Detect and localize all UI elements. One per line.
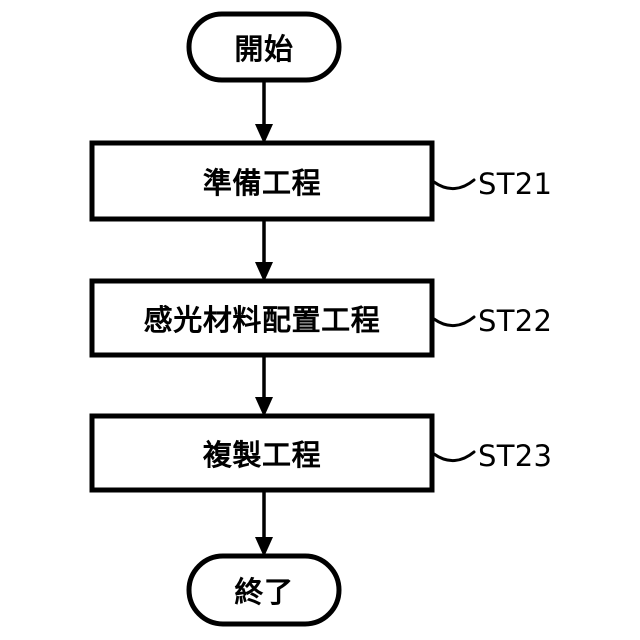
connector-step1-to-step2-arrowhead [255,262,273,282]
process-box-step3-label: 複製工程 [202,438,322,472]
leader-line-st23 [432,450,476,462]
leader-line-st21 [432,178,476,190]
connector-step3-to-end-arrowhead [255,537,273,557]
process-box-step3-shape [89,413,435,493]
process-box-step1-shape [89,140,435,222]
process-box-step2-label: 感光材料配置工程 [143,303,381,337]
end-terminal-shape [186,553,342,627]
connector-start-to-step1-arrowhead [255,124,273,144]
reference-label-st23: ST23 [478,439,553,473]
connector-step2-to-step3-arrowhead [255,397,273,417]
process-box-step1-label: 準備工程 [202,166,322,200]
start-terminal-label: 開始 [234,32,294,66]
reference-label-st22: ST22 [478,304,553,338]
leader-line-st22 [432,315,476,327]
process-box-step2-shape [89,278,435,358]
end-terminal-label: 終了 [234,575,294,609]
reference-label-st21: ST21 [478,167,553,201]
